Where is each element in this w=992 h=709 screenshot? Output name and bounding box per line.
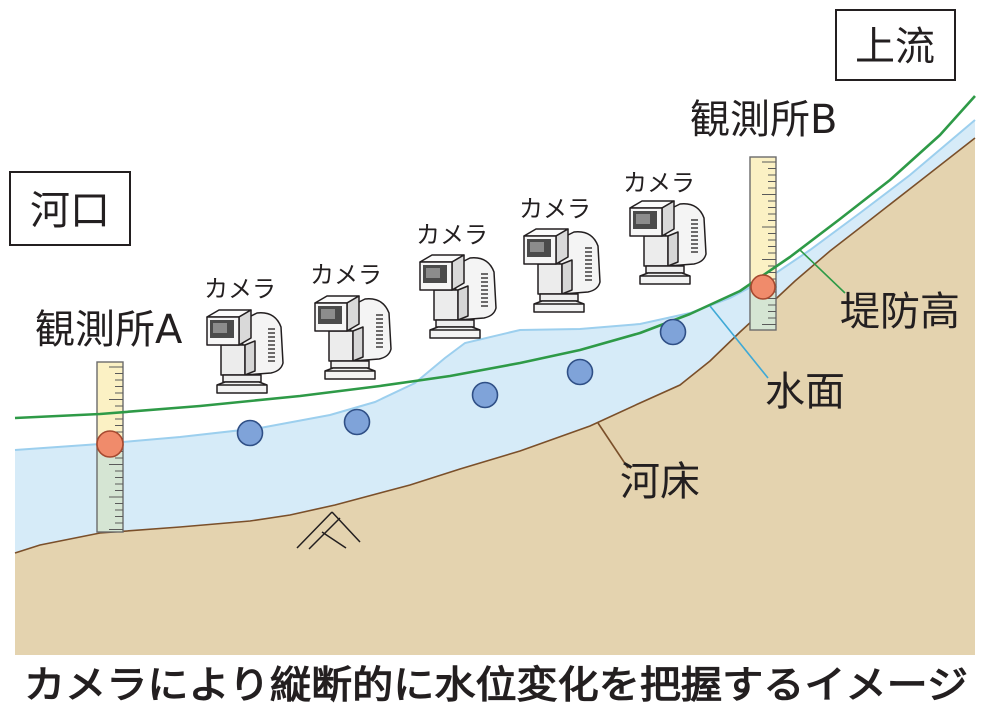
ground [15,138,975,655]
camera-label-5: カメラ [623,169,695,197]
station-a-level-point [96,430,124,458]
camera-3 [419,254,497,339]
riverbed-label: 河床 [620,459,700,505]
camera-1 [206,309,284,394]
camera-label-1: カメラ [204,275,276,303]
staff-b-upper [749,156,777,288]
water-level-point-4 [566,358,594,386]
upstream-box [835,9,956,81]
camera-5 [629,200,707,285]
camera-4 [523,228,601,313]
estuary-box [9,171,131,246]
levee-height-label: 堤防高 [840,289,960,335]
water-level-point-3 [471,381,499,409]
station-b-level-point [750,274,776,300]
staff-b-ticks [762,161,776,325]
riverbed-line [14,137,976,554]
water-level-point-2 [343,408,371,436]
staff-b [749,156,777,331]
caption: カメラにより縦断的に水位変化を把握するイメージ [24,663,968,707]
station-b-label: 観測所B [690,97,837,143]
water-level-point-1 [236,419,264,447]
camera-label-2: カメラ [310,261,382,289]
levee-height-line [14,95,976,420]
camera-label-4: カメラ [519,195,591,223]
water-surface-leader [709,305,769,379]
station-a-label: 観測所A [35,307,183,353]
water-level-point-5 [659,318,687,346]
camera-2 [314,295,392,380]
staff-a-lower [96,444,124,533]
levee-height-leader [799,249,846,294]
water-surface-label: 水面 [765,369,845,415]
staff-a [96,361,124,533]
ground-symbol [296,511,361,550]
camera-label-3: カメラ [416,221,488,249]
estuary-label: 河口 [30,188,110,234]
upstream-label: 上流 [855,24,935,70]
riverbed-leader [597,422,629,469]
